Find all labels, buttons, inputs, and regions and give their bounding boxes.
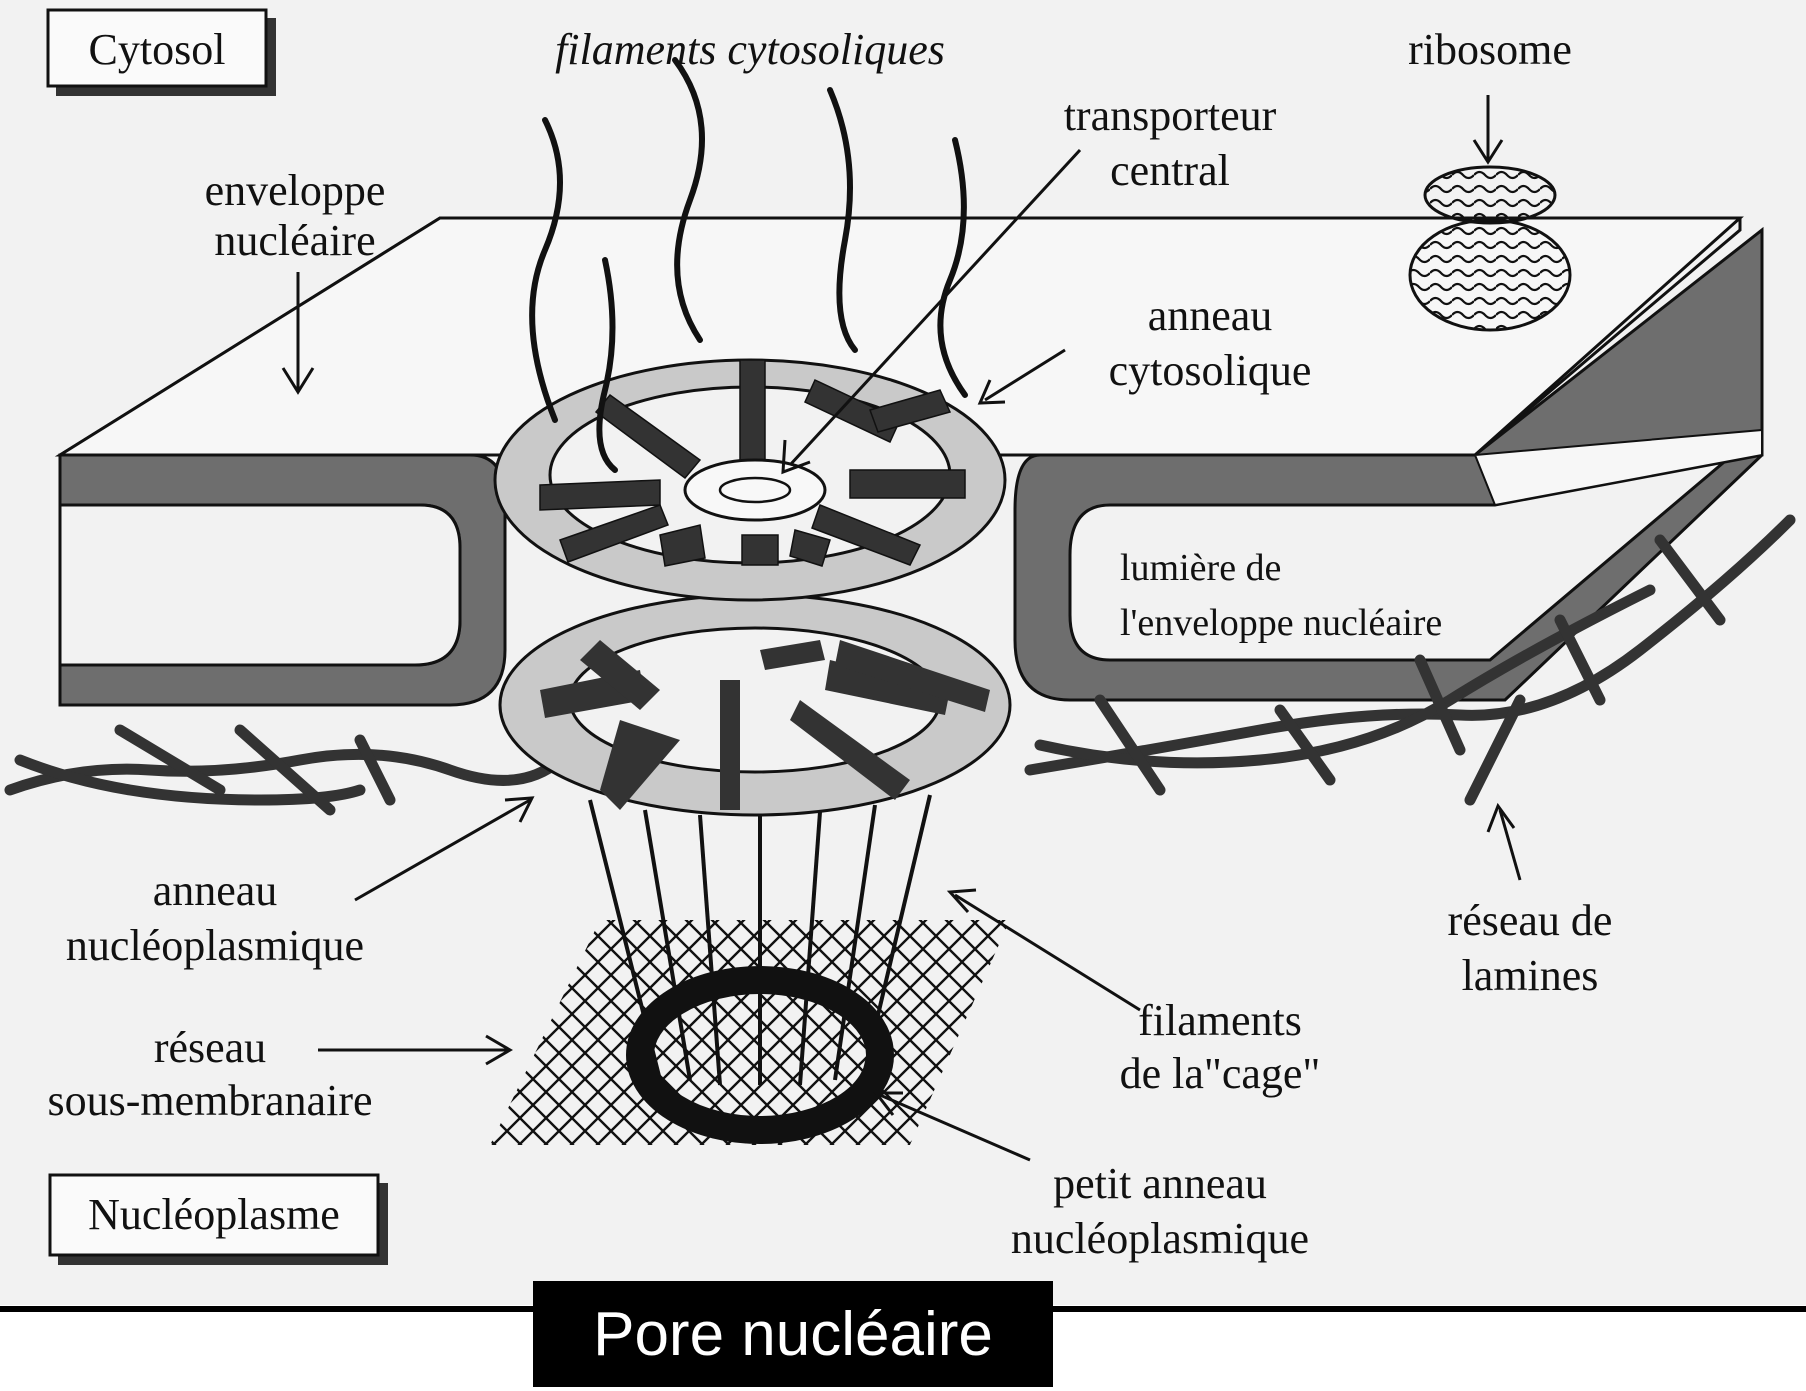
cytosol-label: Cytosol — [89, 25, 226, 74]
lumiere-label-2: l'enveloppe nucléaire — [1120, 602, 1442, 644]
caption-title: Pore nucléaire — [593, 1299, 993, 1370]
petit-anneau-label-2: nucléoplasmique — [1011, 1214, 1309, 1263]
anneau-cyto-label-2: cytosolique — [1109, 346, 1312, 395]
anneau-nucleo-label-2: nucléoplasmique — [66, 921, 364, 970]
reseau-sous-label-1: réseau — [154, 1023, 266, 1072]
cytosol-label-box: Cytosol — [48, 10, 276, 96]
reseau-lamines-label-1: réseau de — [1448, 896, 1613, 945]
transporteur-label-2: central — [1110, 146, 1230, 195]
ribosome-label: ribosome — [1408, 25, 1572, 74]
caption-box: Pore nucléaire — [533, 1281, 1053, 1387]
ribosome-icon — [1410, 167, 1570, 330]
enveloppe-label-2: nucléaire — [214, 216, 375, 265]
nucleoplasmic-ring — [500, 595, 1010, 815]
cytosolic-filaments-label: filaments cytosoliques — [555, 25, 945, 74]
enveloppe-label-1: enveloppe — [205, 166, 386, 215]
filaments-cage-label-1: filaments — [1138, 996, 1302, 1045]
lumiere-label-1: lumière de — [1120, 547, 1281, 589]
filaments-cage-label-2: de la"cage" — [1120, 1049, 1321, 1098]
cytosolic-ring — [495, 360, 1005, 600]
membrane-left-inner — [60, 505, 460, 665]
nucleoplasme-label: Nucléoplasme — [88, 1190, 340, 1239]
reseau-lamines-label-2: lamines — [1462, 951, 1599, 1000]
nucleoplasme-label-box: Nucléoplasme — [50, 1175, 388, 1265]
transporteur-label-1: transporteur — [1064, 91, 1277, 140]
petit-anneau-label-1: petit anneau — [1053, 1159, 1267, 1208]
reseau-sous-label-2: sous-membranaire — [48, 1076, 373, 1125]
anneau-nucleo-label-1: anneau — [153, 866, 278, 915]
anneau-cyto-label-1: anneau — [1148, 291, 1273, 340]
